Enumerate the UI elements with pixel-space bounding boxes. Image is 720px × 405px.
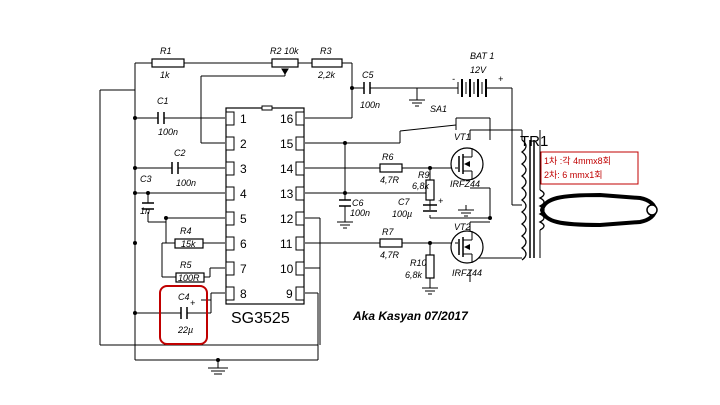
vt1-type: IRFZ44 [450,179,480,189]
ground-main [208,367,228,375]
r5-value: 100R [178,273,200,283]
chip-pin-boxes-right [295,111,305,301]
ground-r10 [422,287,438,295]
battery-bat1 [450,79,493,97]
pin-6-label: 6 [240,237,247,251]
bat-minus: - [452,74,455,84]
bat-plus: + [498,74,503,84]
r1-value: 1k [160,70,170,80]
switch-sa1 [399,117,491,143]
pin-8-label: 8 [240,287,247,301]
author-caption: Aka Kasyan 07/2017 [352,309,469,323]
r5-body [175,272,205,283]
ground-symbols [208,99,474,375]
sa1-ref: SA1 [430,104,447,114]
pin-1-label: 1 [240,112,247,126]
junction-dots [133,86,492,362]
pin-9-label: 9 [286,287,293,301]
r4-value: 15k [181,239,196,249]
r3-ref: R3 [320,46,332,56]
component-labels: R1 1k R2 10k R3 2,2k C5 100n BAT 1 12V -… [140,46,548,335]
r3-value: 2,2k [317,70,336,80]
ground-c5 [409,99,425,107]
transformer-tr1 [520,139,545,261]
pin-5-label: 5 [240,212,247,226]
r9-ref: R9 [418,170,430,180]
c3-value: 1n [140,206,150,216]
c5-value: 100n [360,100,380,110]
r3-body [311,58,343,68]
pin-10-label: 10 [280,262,294,276]
c1-ref: C1 [157,96,169,106]
capacitors [142,82,437,319]
pin-11-label: 11 [280,237,293,251]
r9-value: 6,8k [412,181,430,191]
c3-ref: C3 [140,174,152,184]
c4-ref: C4 [178,292,190,302]
c7-value: 100µ [392,209,412,219]
r1-body [151,58,185,68]
chip-name: SG3525 [231,310,290,327]
mosfet-vt2 [450,230,484,264]
pin-13-label: 13 [280,187,294,201]
bat-value: 12V [470,65,487,75]
note-line-1: 1차 :각 4mmx8회 [544,155,611,166]
c6-value: 100n [350,208,370,218]
r6-value: 4,7R [380,175,400,185]
r5-ref: R5 [180,260,192,270]
vt2-type: IRFZ44 [452,268,482,278]
pin-3-label: 3 [240,162,247,176]
vt2-ref: VT2 [454,222,471,232]
bat-ref: BAT 1 [470,51,494,61]
r6-ref: R6 [382,152,394,162]
r10-body [425,254,435,279]
r2-wiper-arrow [281,68,289,75]
r9-body [425,179,435,201]
r4-ref: R4 [180,226,192,236]
pin-7-label: 7 [240,262,247,276]
mosfet-vt1 [450,147,484,181]
pin-12-label: 12 [280,212,294,226]
r7-ref: R7 [382,227,394,237]
vt1-ref: VT1 [454,132,471,142]
c4-value: 22µ [177,325,193,335]
r2-body [271,58,299,68]
r10-value: 6,8k [405,270,423,280]
c7-ref: C7 [398,197,410,207]
c2-ref: C2 [174,148,186,158]
r2-ref: R2 10k [270,46,299,56]
note-line-2: 2차: 6 mmx1회 [544,169,603,180]
pin-2-label: 2 [240,137,247,151]
secondary-loop [539,192,658,228]
r10-ref: R10 [410,258,427,268]
tr1-ref: TR1 [520,133,548,150]
c1-value: 100n [158,127,178,137]
c5-ref: C5 [362,70,374,80]
wires [99,62,541,368]
r4-body [174,238,204,249]
winding-note: 1차 :각 4mmx8회 2차: 6 mmx1회 [540,151,639,185]
r6-body [379,163,403,173]
resistors [151,58,435,283]
sg3525-chip: 1 2 3 4 5 6 7 8 16 15 14 13 12 11 10 9 S… [225,105,305,327]
pin-16-label: 16 [280,112,294,126]
r7-value: 4,7R [380,250,400,260]
pin-15-label: 15 [280,137,294,151]
pin-14-label: 14 [280,162,294,176]
r1-ref: R1 [160,46,172,56]
ground-vt1 [458,205,474,217]
c2-value: 100n [176,178,196,188]
chip-pin-boxes-left [225,111,235,301]
c4-plus: + [190,298,195,308]
c4-highlight-box [159,285,208,345]
r7-body [379,238,403,248]
c6-ref: C6 [352,198,364,208]
pin-4-label: 4 [240,187,247,201]
c7-plus: + [438,196,443,206]
ground-c6 [337,221,353,229]
